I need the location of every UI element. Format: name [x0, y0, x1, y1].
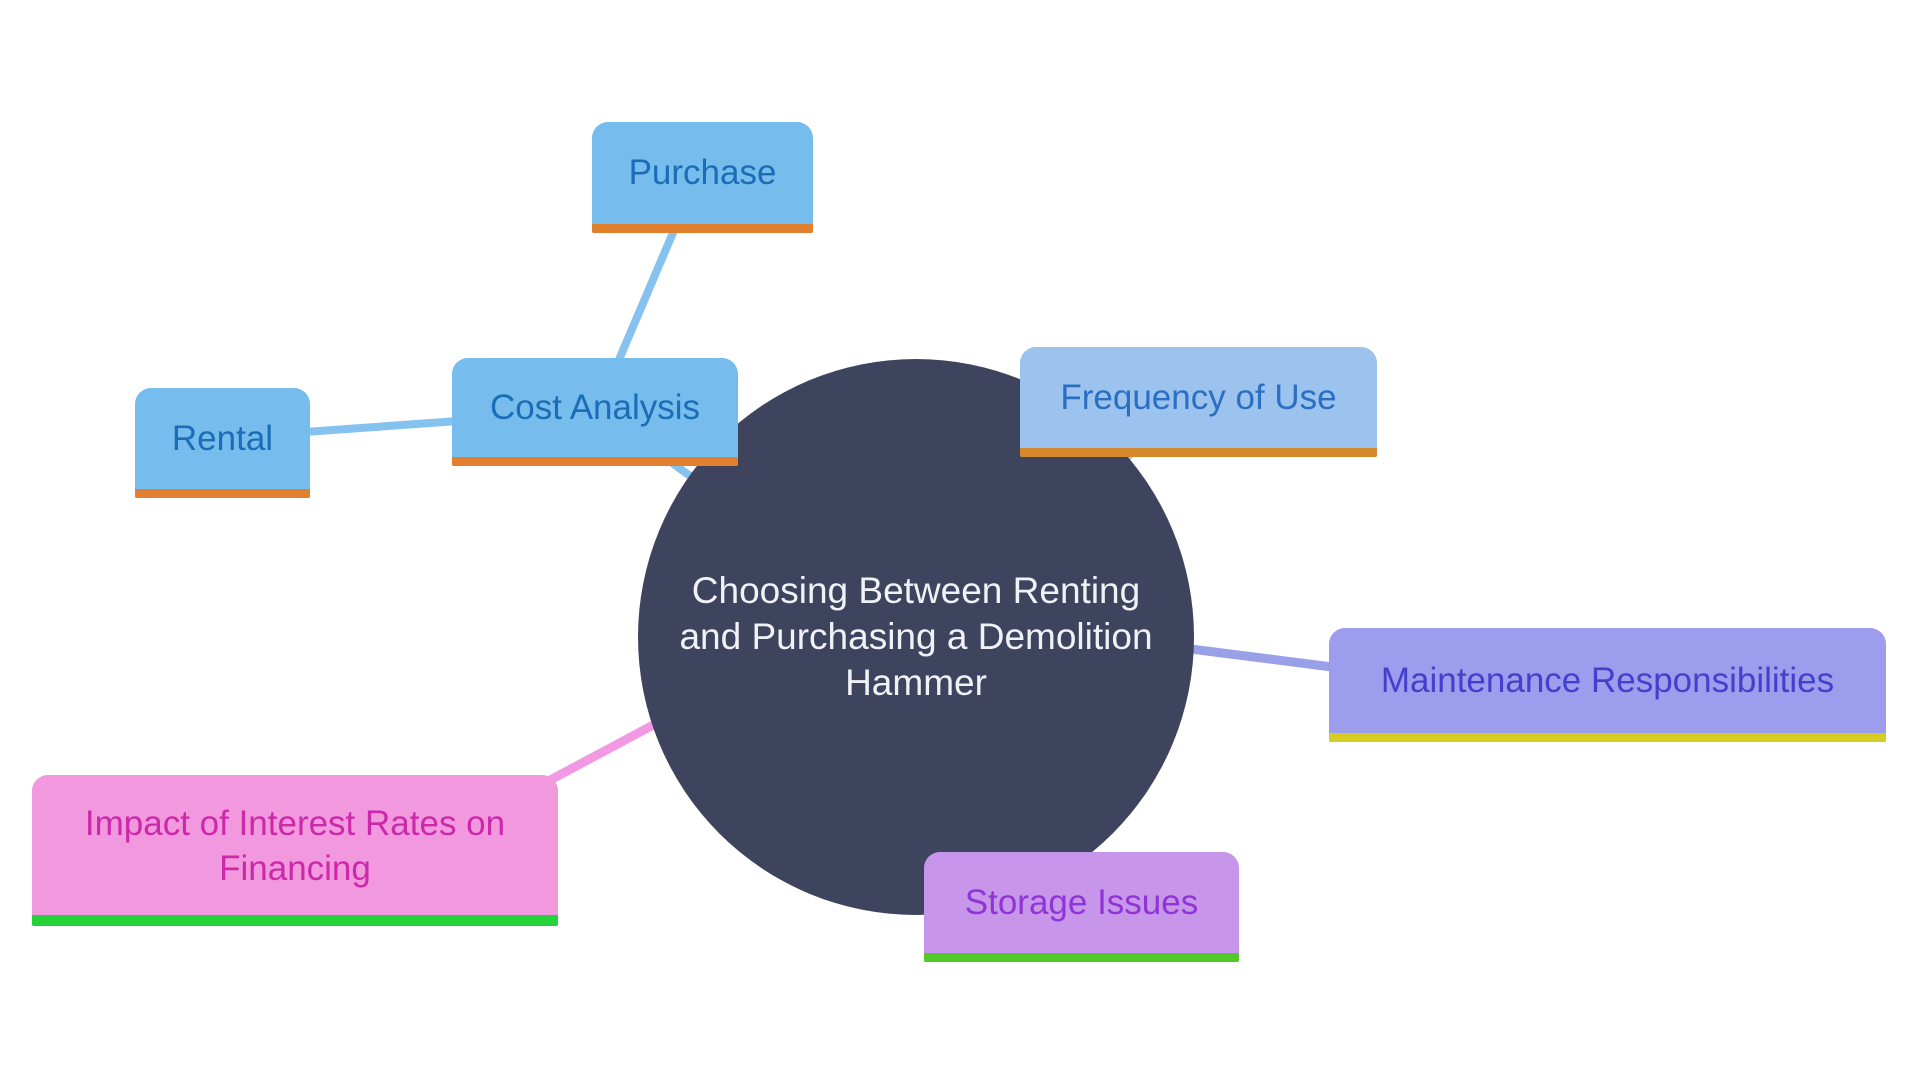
node-cost-analysis: Cost Analysis — [452, 358, 738, 466]
edge-maintenance-center — [1170, 642, 1345, 673]
node-impact-line2: Financing — [219, 849, 371, 888]
node-cost-analysis-label: Cost Analysis — [489, 387, 701, 427]
node-storage-issues-label: Storage Issues — [964, 882, 1199, 922]
node-cost-analysis-underline — [452, 457, 738, 466]
node-impact-of-interest-rates-label: Impact of Interest Rates on Financing — [85, 801, 505, 892]
node-rental: Rental — [135, 388, 310, 498]
node-frequency-of-use: Frequency of Use — [1020, 347, 1377, 457]
node-impact-of-interest-rates: Impact of Interest Rates on Financing — [32, 775, 558, 926]
node-rental-underline — [135, 489, 310, 498]
edge-rental-cost-analysis — [301, 417, 462, 436]
node-maintenance-responsibilities-underline — [1329, 733, 1886, 742]
central-topic-line1: Choosing Between Renting — [691, 570, 1141, 612]
edge-purchase-cost-analysis — [614, 224, 679, 366]
node-frequency-of-use-underline — [1020, 448, 1377, 457]
node-purchase-underline — [592, 224, 813, 233]
central-topic-line2: and Purchasing a Demolition — [679, 616, 1153, 658]
node-rental-label: Rental — [171, 418, 274, 458]
central-topic-line3: Hammer — [845, 661, 987, 703]
node-maintenance-responsibilities-label: Maintenance Responsibilities — [1380, 660, 1835, 700]
node-purchase-label: Purchase — [628, 153, 777, 193]
node-impact-of-interest-rates-underline — [32, 915, 558, 926]
node-impact-line1: Impact of Interest Rates on — [84, 803, 506, 843]
node-frequency-of-use-label: Frequency of Use — [1060, 377, 1337, 417]
node-storage-issues: Storage Issues — [924, 852, 1239, 962]
node-purchase: Purchase — [592, 122, 813, 233]
central-topic-label: Choosing Between Renting and Purchasing … — [679, 568, 1152, 706]
node-storage-issues-underline — [924, 953, 1239, 962]
node-maintenance-responsibilities: Maintenance Responsibilities — [1329, 628, 1886, 742]
